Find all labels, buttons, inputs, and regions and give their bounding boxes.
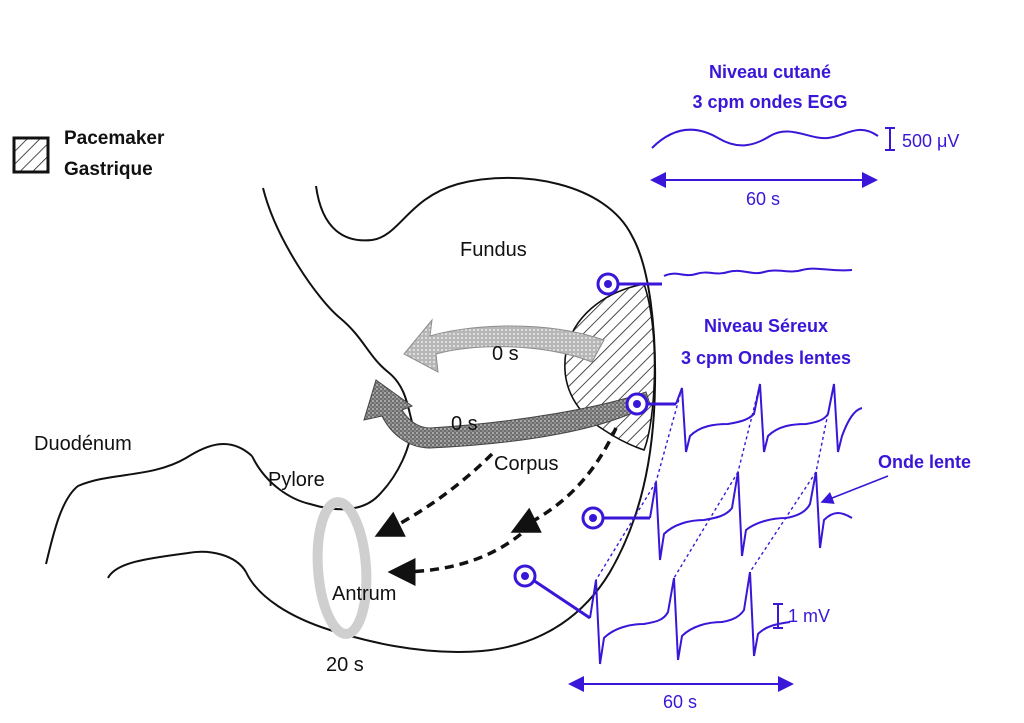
serosal-scale-label: 1 mV: [788, 606, 830, 626]
label-duodenum: Duodénum: [34, 433, 132, 455]
propagation-delay-lines: [595, 383, 835, 581]
time-upper-arrow: 0 s: [492, 343, 519, 365]
label-corpus: Corpus: [494, 453, 558, 475]
time-antrum: 20 s: [326, 654, 364, 676]
legend: Pacemaker Gastrique: [12, 128, 165, 180]
serosal-scale-bar: [773, 603, 783, 629]
dashed-arrow-corpus-to-antrum-1: [374, 452, 494, 537]
corpus-electrode: [625, 392, 676, 416]
middle-slow-wave-trace: [649, 471, 853, 561]
fundus-electrode: [596, 272, 662, 296]
dashed-arrow-corpus-to-antrum-3: [387, 522, 534, 586]
pacemaker-legend-swatch: [12, 136, 50, 174]
duodenum-upper-wall: [45, 442, 253, 565]
egg-duration-label: 60 s: [746, 189, 780, 209]
legend-label-line2: Gastrique: [64, 159, 153, 180]
pyloric-ring: [312, 497, 372, 639]
antrum-electrode: [513, 564, 591, 620]
label-fundus: Fundus: [460, 239, 527, 261]
serosal-title-line1: Niveau Séreux: [704, 316, 828, 336]
lower-propagation-arrow: [363, 379, 651, 449]
cutaneous-title-line1: Niveau cutané: [709, 62, 831, 82]
slow-wave-callout-label: Onde lente: [878, 452, 971, 472]
egg-scale-bar: [885, 127, 895, 151]
egg-waveform: [651, 128, 879, 149]
stomach-inner-wall: [251, 187, 414, 511]
time-lower-arrow: 0 s: [451, 413, 478, 435]
slow-wave-callout-arrow: [820, 475, 889, 504]
serosal-duration-label: 60 s: [663, 692, 697, 712]
dashed-arrows: [374, 427, 618, 586]
label-antrum: Antrum: [332, 583, 396, 605]
cutaneous-level: Niveau cutané 3 cpm ondes EGG 500 μV 60 …: [650, 62, 959, 209]
antrum-slow-wave-trace: [589, 571, 791, 665]
stomach-outer-wall: [245, 176, 657, 653]
duodenum-lower-wall: [107, 550, 247, 579]
legend-label-line1: Pacemaker: [64, 128, 165, 149]
middle-electrode: [581, 506, 650, 530]
fundus-trace: [663, 267, 853, 277]
upper-propagation-arrow: [403, 318, 605, 373]
label-pylore: Pylore: [268, 469, 325, 491]
corpus-slow-wave-trace: [675, 383, 863, 453]
dashed-arrow-corpus-to-antrum-2: [510, 427, 618, 533]
egg-scale-label: 500 μV: [902, 131, 959, 151]
serosal-title-line2: 3 cpm Ondes lentes: [681, 348, 851, 368]
cutaneous-title-line2: 3 cpm ondes EGG: [692, 92, 847, 112]
